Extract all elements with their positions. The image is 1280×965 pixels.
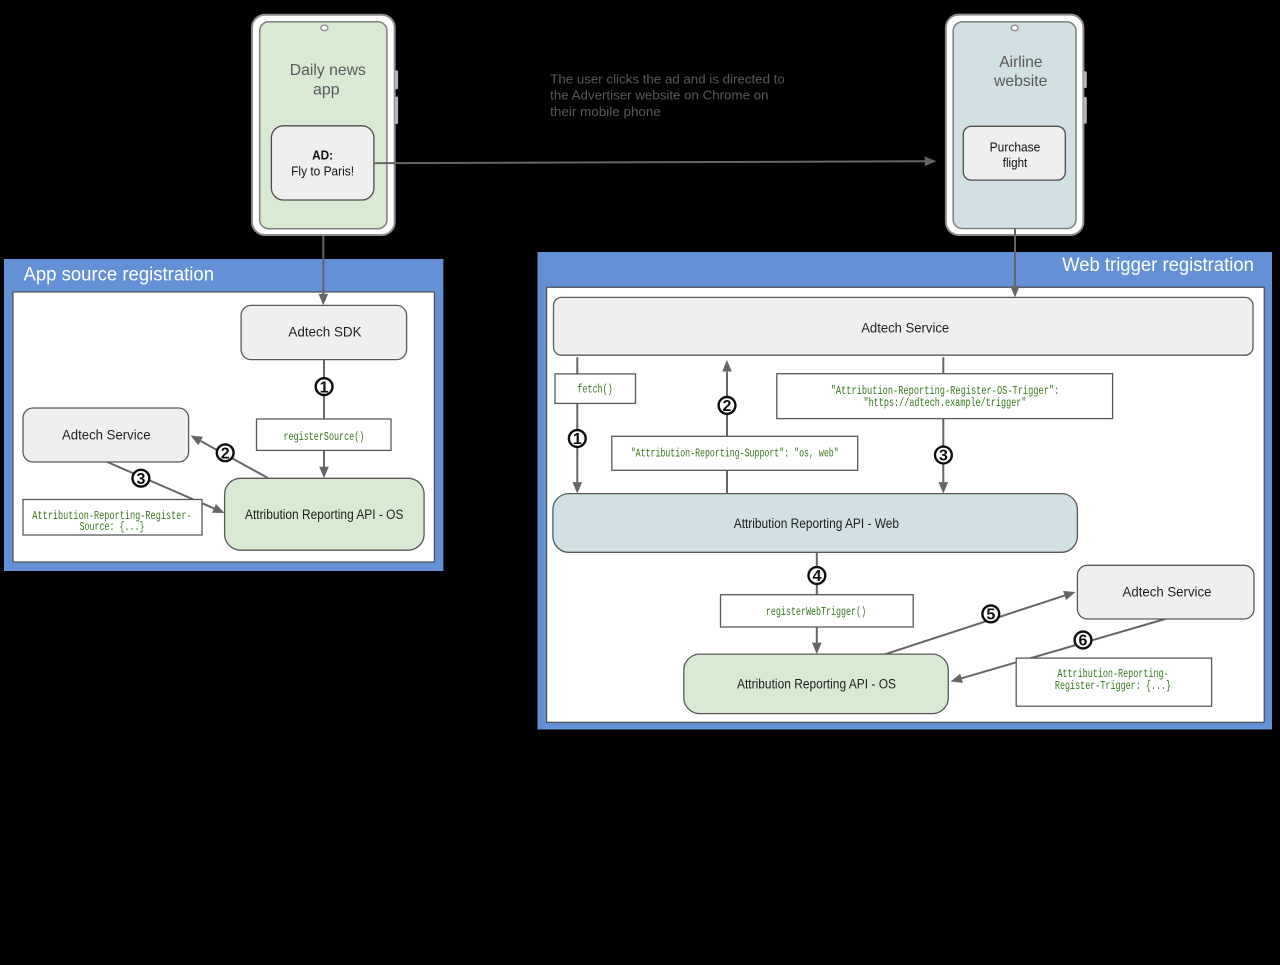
svg-text:website: website: [993, 73, 1047, 90]
svg-text:the Advertiser website on Chro: the Advertiser website on Chrome on: [550, 88, 768, 103]
svg-text:fetch(): fetch(): [577, 384, 612, 397]
svg-text:Daily news: Daily news: [290, 62, 366, 79]
svg-text:The user clicks the ad and is: The user clicks the ad and is directed t…: [550, 71, 785, 86]
svg-text:2: 2: [221, 446, 230, 463]
svg-text:their mobile phone: their mobile phone: [550, 104, 661, 119]
svg-text:Adtech SDK: Adtech SDK: [288, 325, 361, 340]
svg-text:Adtech Service: Adtech Service: [62, 428, 151, 443]
svg-text:Purchase: Purchase: [990, 140, 1041, 154]
svg-text:"Attribution-Reporting-Registe: "Attribution-Reporting-Register-OS-Trigg…: [831, 385, 1060, 398]
svg-text:Attribution Reporting API - OS: Attribution Reporting API - OS: [737, 676, 896, 691]
svg-text:registerWebTrigger(): registerWebTrigger(): [766, 606, 866, 619]
svg-text:Adtech Service: Adtech Service: [1123, 585, 1212, 600]
svg-text:"https://adtech.example/trigge: "https://adtech.example/trigger": [864, 397, 1027, 410]
svg-text:Attribution Reporting API - OS: Attribution Reporting API - OS: [245, 507, 403, 522]
svg-text:2: 2: [723, 398, 732, 415]
svg-text:1: 1: [320, 379, 329, 396]
svg-text:AD:: AD:: [312, 149, 333, 163]
svg-text:App source registration: App source registration: [24, 265, 215, 286]
svg-text:3: 3: [939, 448, 948, 465]
svg-text:app: app: [313, 82, 340, 99]
svg-text:flight: flight: [1003, 156, 1028, 170]
svg-text:Source: {...}: Source: {...}: [80, 521, 145, 534]
svg-text:3: 3: [136, 471, 145, 488]
svg-text:Fly to Paris!: Fly to Paris!: [291, 165, 354, 179]
svg-text:registerSource(): registerSource(): [284, 431, 365, 444]
svg-text:6: 6: [1079, 633, 1088, 650]
svg-text:Web trigger registration: Web trigger registration: [1062, 255, 1254, 276]
svg-text:Attribution-Reporting-: Attribution-Reporting-: [1057, 668, 1168, 681]
svg-text:1: 1: [573, 431, 582, 448]
svg-text:"Attribution-Reporting-Support: "Attribution-Reporting-Support": "os, we…: [631, 448, 839, 461]
svg-text:Register-Trigger: {...}: Register-Trigger: {...}: [1055, 680, 1171, 693]
svg-text:4: 4: [812, 568, 821, 585]
svg-text:Airline: Airline: [999, 54, 1042, 71]
svg-text:Attribution-Reporting-Register: Attribution-Reporting-Register-: [32, 510, 191, 523]
svg-text:Attribution Reporting API - We: Attribution Reporting API - Web: [734, 516, 899, 531]
svg-text:5: 5: [986, 607, 995, 624]
svg-text:Adtech Service: Adtech Service: [861, 321, 949, 336]
